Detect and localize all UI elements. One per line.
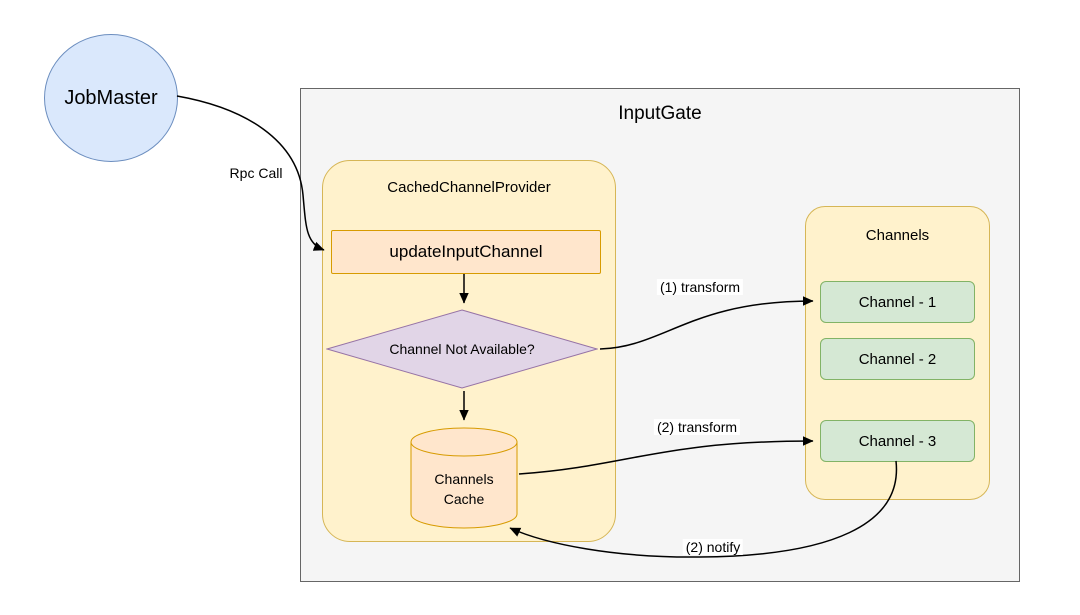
edge-label-rpc-call: Rpc Call [226, 165, 286, 181]
decision-diamond-node: Channel Not Available? [326, 309, 598, 389]
edge-label-transform-1: (1) transform [656, 279, 744, 295]
channels-title: Channels [865, 227, 930, 244]
channels-cache-label: Channels Cache [434, 471, 494, 507]
jobmaster-label: JobMaster [64, 86, 158, 109]
channel-3-label: Channel - 3 [858, 432, 937, 450]
database-cylinder-icon [410, 427, 518, 529]
inputgate-title: InputGate [618, 103, 702, 124]
channel-2-node: Channel - 2 [820, 338, 975, 380]
updateinputchannel-label: updateInputChannel [389, 242, 543, 261]
channel-1-node: Channel - 1 [820, 281, 975, 323]
channel-2-label: Channel - 2 [858, 350, 937, 368]
decision-label: Channel Not Available? [389, 341, 535, 357]
channel-1-label: Channel - 1 [858, 293, 937, 311]
edge-label-transform-2: (2) transform [653, 419, 741, 435]
channel-3-node: Channel - 3 [820, 420, 975, 462]
updateinputchannel-node: updateInputChannel [331, 230, 601, 274]
jobmaster-node: JobMaster [44, 34, 178, 162]
cachedchannelprovider-title: CachedChannelProvider [387, 179, 551, 196]
channels-cache-node: Channels Cache [410, 427, 518, 529]
edge-label-notify-2: (2) notify [682, 539, 744, 555]
decision-diamond-shape [326, 309, 598, 389]
